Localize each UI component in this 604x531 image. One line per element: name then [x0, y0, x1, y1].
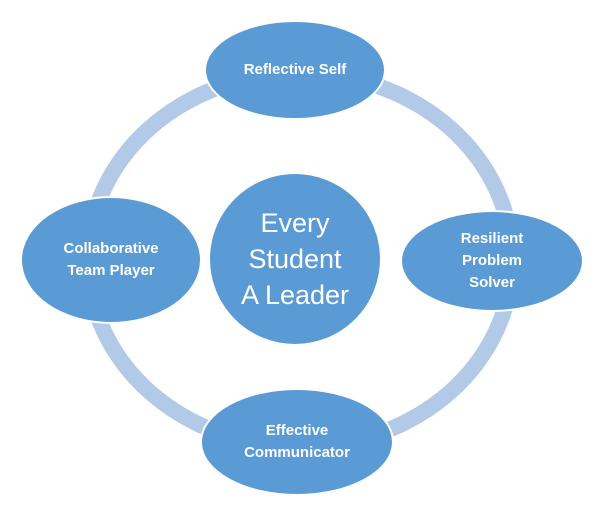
node-reflective-self: Reflective Self [204, 20, 386, 120]
node-collaborative-team-player: Collaborative Team Player [20, 196, 202, 324]
node-effective-communicator: Effective Communicator [200, 388, 394, 496]
node-label: Resilient Problem Solver [460, 230, 524, 291]
center-label: Every Student A Leader [240, 208, 350, 310]
node-label: Effective Communicator [244, 422, 350, 461]
node-label: Reflective Self [243, 61, 347, 78]
node-resilient-problem-solver: Resilient Problem Solver [400, 210, 584, 312]
center-circle: Every Student A Leader [208, 172, 382, 346]
node-label: Collaborative Team Player [63, 240, 159, 279]
